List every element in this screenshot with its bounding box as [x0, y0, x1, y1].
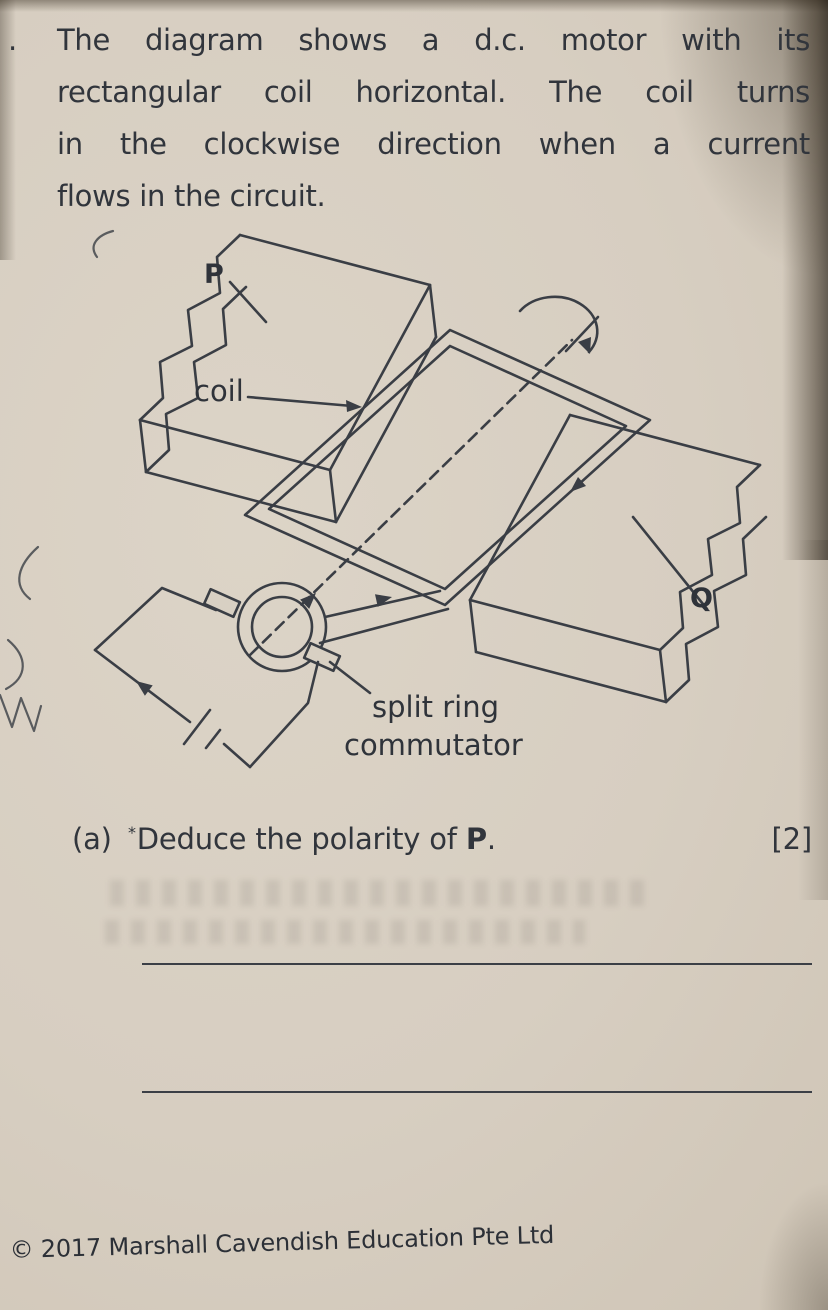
brush-left [202, 587, 242, 619]
question-line: The diagram shows a d.c. motor with its [57, 23, 810, 57]
rotation-arrow [518, 295, 599, 354]
coil-label-arrow [246, 395, 362, 412]
question-line: flows in the circuit. [57, 179, 326, 213]
left-magnet-pole [138, 233, 438, 524]
split-ring-commutator [202, 581, 372, 695]
marks-badge: [2] [771, 822, 813, 856]
label-coil: coil [194, 374, 244, 408]
label-pointer [328, 660, 372, 695]
scan-shadow-top [0, 0, 828, 12]
stray-pen-marks [0, 229, 115, 733]
question-text: The diagram shows a d.c. motor with its … [57, 14, 810, 222]
right-magnet-pole [468, 413, 768, 704]
current-arrow [375, 594, 392, 607]
answer-line-1 [142, 963, 812, 965]
part-a-label: (a) [72, 822, 112, 856]
pole-p-axis-stroke [228, 280, 268, 324]
coil-lead-wire [318, 607, 450, 645]
circuit-wire [93, 586, 320, 769]
part-a-star: * [128, 823, 136, 843]
current-arrow [570, 477, 586, 492]
scan-shadow-bottom-right [758, 1180, 828, 1310]
label-p: P [204, 259, 224, 290]
coil-lead-wire [323, 589, 442, 619]
battery-cell [182, 708, 222, 750]
dc-motor-diagram: P coil Q split ring commutator [0, 225, 828, 805]
label-q: Q [690, 583, 713, 614]
show-through-smudge [105, 920, 585, 944]
show-through-smudge [110, 880, 650, 906]
question-line: in the clockwise direction when a curren… [57, 127, 810, 161]
part-a-period: . [486, 822, 496, 856]
question-line: rectangular coil horizontal. The coil tu… [57, 75, 810, 109]
pole-q-axis-stroke [631, 515, 709, 611]
label-split-ring: split ring [372, 690, 499, 724]
question-number-fragment: . [8, 23, 18, 57]
current-arrow [300, 593, 316, 609]
answer-line-2 [142, 1091, 812, 1093]
footer-copyright: © 2017 Marshall Cavendish Education Pte … [9, 1220, 555, 1264]
part-a-bold-p: P [465, 822, 487, 856]
question-part-a: (a) *Deduce the polarity of P. [2] [72, 822, 812, 856]
part-a-text-body: Deduce the polarity of [136, 822, 466, 856]
label-commutator: commutator [344, 728, 523, 762]
coil-loop [243, 328, 652, 645]
part-a-text: *Deduce the polarity of P. [128, 822, 496, 856]
